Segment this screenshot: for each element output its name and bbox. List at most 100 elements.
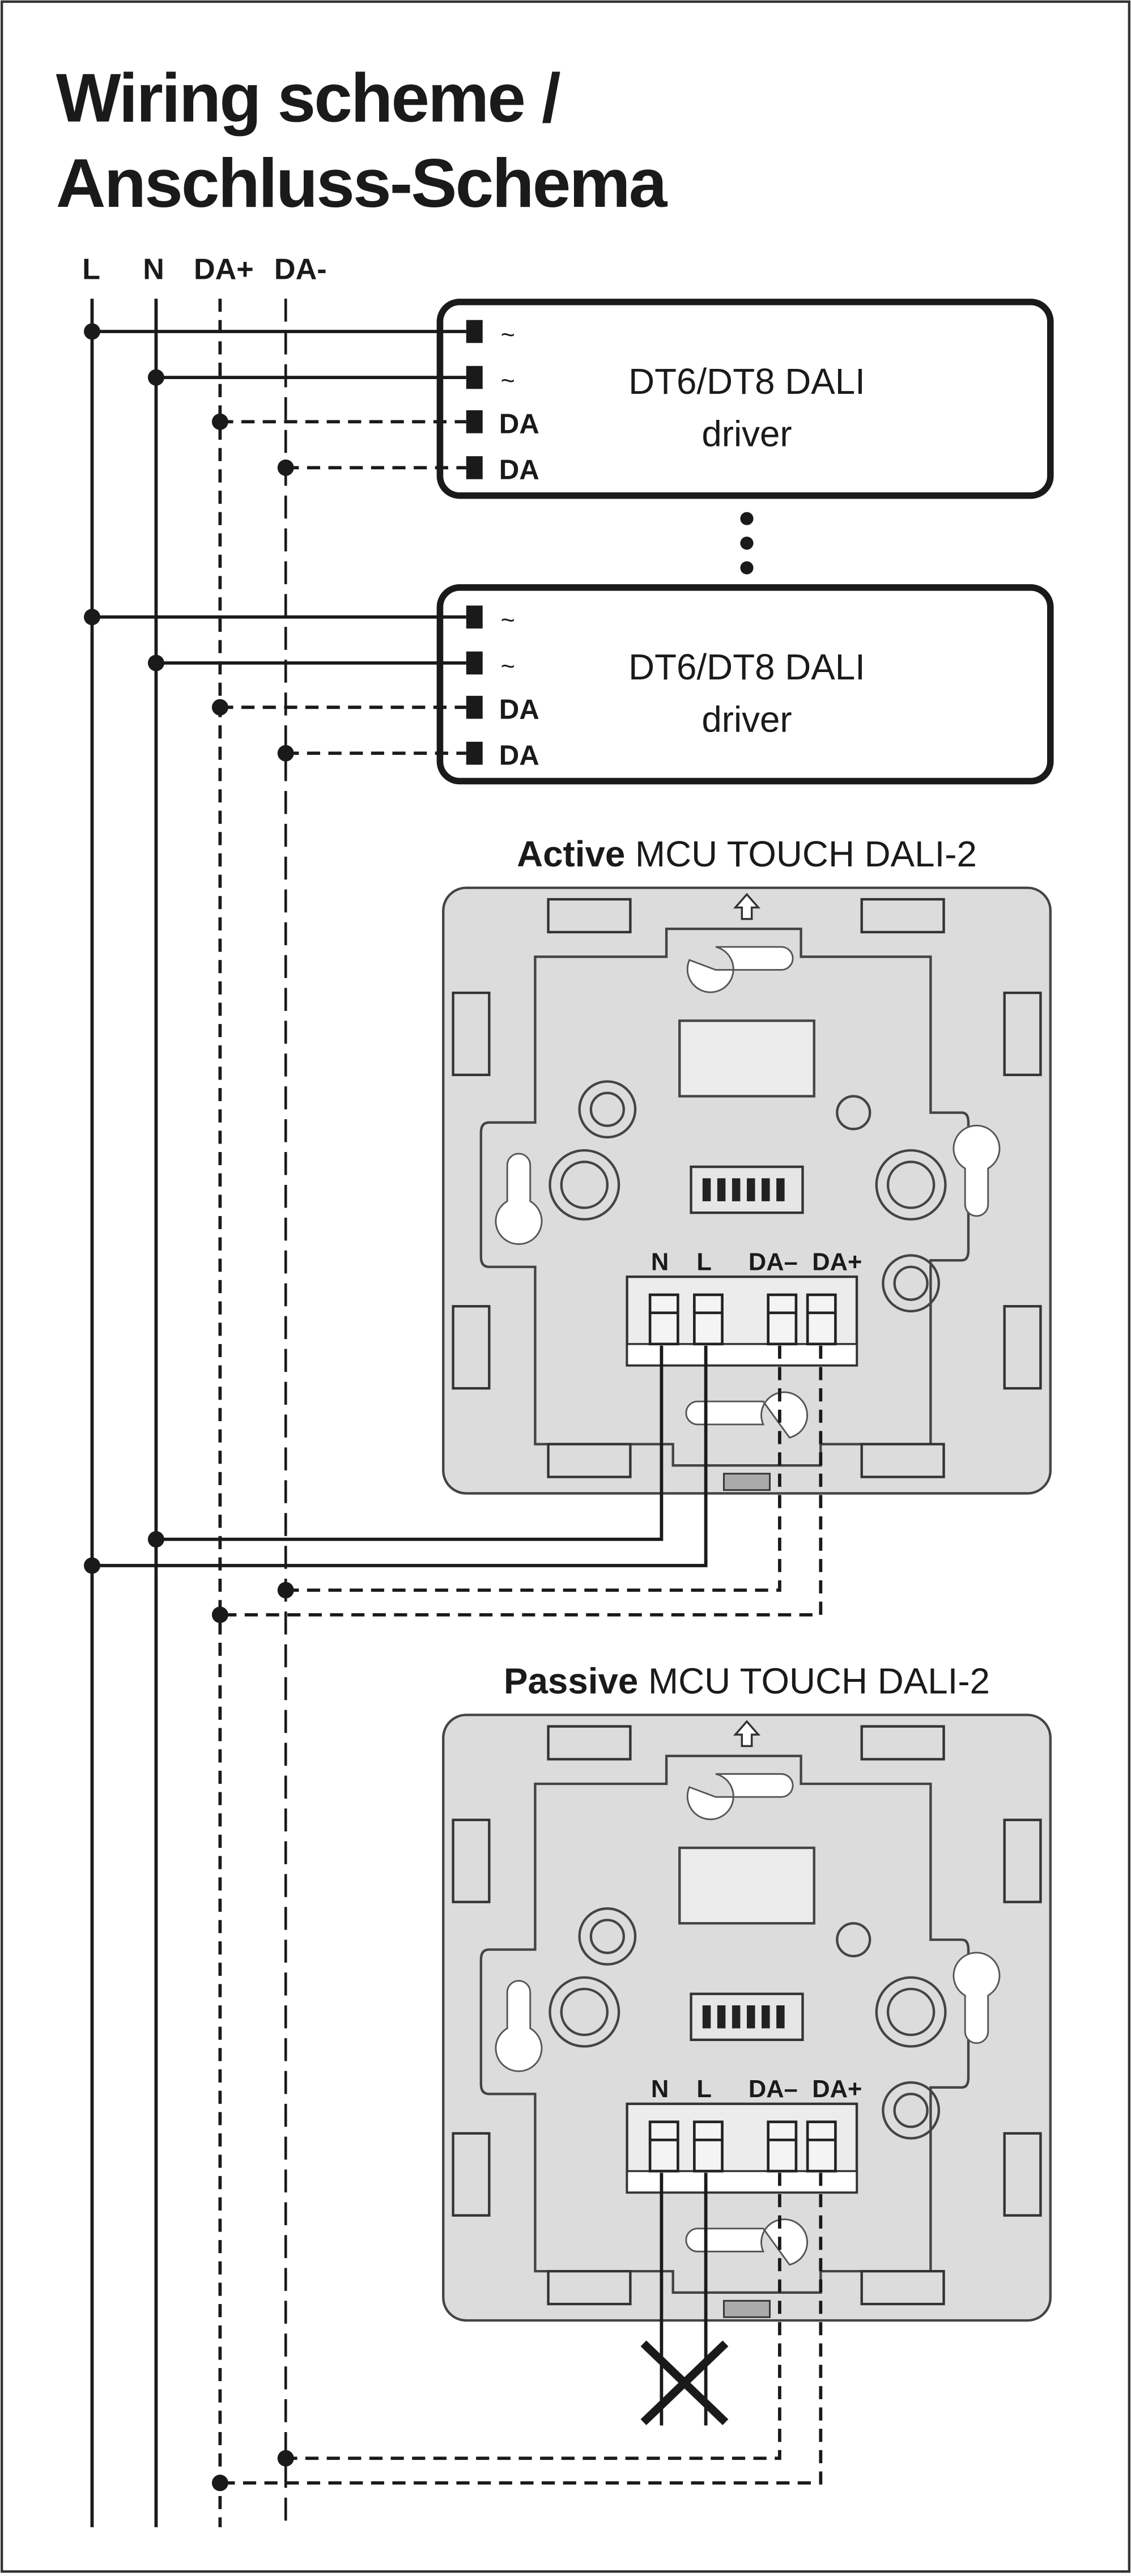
pin-label: ~: [501, 653, 515, 680]
screw-ring: [549, 1976, 620, 2048]
terminal-label: DA–: [749, 1249, 798, 1276]
driver-type: driver: [701, 414, 792, 454]
bus-label-da-minus: DA-: [274, 253, 327, 286]
clip-slot: [452, 991, 491, 1077]
arrow-up-icon: [733, 892, 761, 920]
header-pin: [747, 2005, 755, 2029]
keyhole-bottom: [685, 1391, 809, 1439]
screw-ring: [578, 1907, 637, 1966]
header-pin: [732, 1178, 741, 1201]
screw-ring-inner: [886, 1161, 936, 1209]
wire-da-plus: [220, 1345, 823, 1617]
pin-label: ~: [501, 321, 515, 348]
header-pin: [717, 2005, 726, 2029]
device-role: Active: [517, 834, 625, 874]
junction-dot: [277, 1582, 294, 1599]
clip-slot: [547, 898, 632, 934]
terminal-label: DA+: [812, 2076, 862, 2103]
header-pin: [702, 2005, 711, 2029]
pin-label: DA: [499, 740, 539, 771]
device-heading: Active MCU TOUCH DALI-2: [517, 834, 977, 874]
device-spacer: [625, 834, 635, 874]
pin-terminal: [466, 742, 483, 765]
terminal-label: L: [696, 2076, 712, 2103]
clip-slot: [452, 1305, 491, 1390]
screw-ring: [578, 1080, 637, 1139]
screw-terminal: [693, 2120, 724, 2173]
arrow-up-icon: [733, 1720, 761, 1748]
ellipsis-dot: [740, 537, 754, 550]
screw-ring: [875, 1149, 947, 1221]
junction-dot: [211, 699, 228, 716]
junction-dot: [211, 2475, 228, 2492]
junction-dot: [277, 2450, 294, 2467]
driver-1: ~ ~ DA DA DT6/DT8 DALI driver: [84, 299, 1054, 499]
clip-slot: [1003, 2132, 1042, 2217]
pin-label: DA: [499, 409, 539, 440]
header-pin: [776, 2005, 785, 2029]
not-connected-cross-icon: [640, 2340, 729, 2425]
device-model: MCU TOUCH DALI-2: [635, 834, 977, 874]
screw-ring: [882, 1254, 941, 1313]
device-role: Passive: [504, 1661, 638, 1702]
junction-dot: [277, 745, 294, 762]
keyhole-top: [686, 946, 794, 993]
terminal-label: DA–: [749, 2076, 798, 2103]
screw-ring-inner: [589, 1919, 625, 1954]
pin-terminal: [466, 365, 483, 389]
clip-slot: [1003, 1818, 1042, 1903]
screw-terminal: [693, 1293, 724, 1346]
driver-box: [436, 584, 1054, 785]
screw-terminal: [767, 2120, 798, 2173]
display-window: [678, 1019, 815, 1098]
clip-slot: [860, 898, 945, 934]
more-drivers-ellipsis: [740, 512, 754, 575]
clip-slot: [547, 2269, 632, 2306]
pin-terminal: [466, 695, 483, 719]
junction-dot: [147, 369, 164, 386]
driver-type: driver: [701, 699, 792, 740]
clip-slot: [860, 1725, 945, 1761]
bottom-tab: [723, 2299, 771, 2318]
bus-label-n: N: [143, 253, 164, 286]
terminal-label: L: [696, 1249, 712, 1276]
keyhole-top: [686, 1773, 794, 1821]
bottom-tab: [723, 1473, 771, 1491]
pin-terminal: [466, 605, 483, 629]
device-model: MCU TOUCH DALI-2: [648, 1661, 990, 1702]
header-pin: [762, 1178, 770, 1201]
driver-name: DT6/DT8 DALI: [628, 361, 865, 402]
title-line-2: Anschluss-Schema: [56, 144, 668, 222]
keyhole-left: [495, 1153, 543, 1245]
header-pin: [762, 2005, 770, 2029]
terminal-label: N: [651, 1249, 669, 1276]
wire-da-plus: [220, 2173, 823, 2485]
junction-dot: [211, 1606, 228, 1623]
keyhole-right: [953, 1952, 1001, 2044]
bus-label-da-plus: DA+: [194, 253, 254, 286]
header-pin: [732, 2005, 741, 2029]
junction-dot: [147, 1531, 164, 1548]
clip-slot: [547, 1443, 632, 1478]
clip-slot: [1003, 991, 1042, 1077]
header-pin: [717, 1178, 726, 1201]
pin-label: ~: [501, 367, 515, 394]
led-hole: [836, 1922, 871, 1958]
screw-ring-inner: [886, 1987, 936, 2037]
wire-n: [156, 1345, 664, 1541]
clip-slot: [452, 1818, 491, 1903]
junction-dot: [277, 459, 294, 476]
pin-terminal: [466, 410, 483, 433]
screw-ring-inner: [893, 2093, 929, 2128]
pin-label: ~: [501, 607, 515, 634]
header-pin: [776, 1178, 785, 1201]
terminal-label: DA+: [812, 1249, 862, 1276]
junction-dot: [147, 654, 164, 671]
pin-terminal: [466, 320, 483, 343]
screw-ring: [882, 2081, 941, 2140]
wire-l: [92, 1345, 708, 1567]
